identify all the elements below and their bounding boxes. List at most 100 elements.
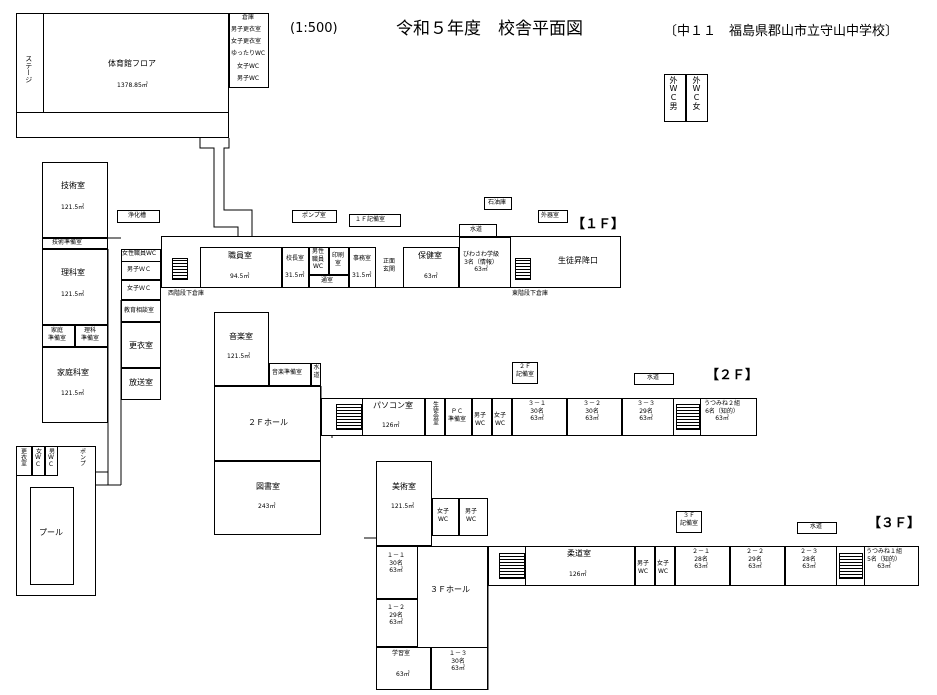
tech-area: 121.5㎡ [61,204,85,211]
water-2f [634,373,674,385]
girls-wc-1f [121,280,161,300]
girls-wc-1f-label: 女子ＷＣ [127,285,152,292]
staff-room-area: 94.5㎡ [230,273,250,280]
class-1-1-label: １－１ 30名 63㎡ [387,552,406,574]
hall-3f-label: ３Ｆホール [430,585,470,594]
sci-prep [75,325,108,347]
print-label: 印刷 室 [332,252,345,267]
music-label: 音楽室 [229,332,253,341]
principal-area: 31.5㎡ [285,272,305,279]
staff-room [200,247,282,288]
girls-wc-3f-main [655,546,675,586]
class-1-3 [431,647,488,690]
home-ec-room [42,347,108,423]
pool-changing-label: 更衣室 [19,448,27,466]
gym-boys-changing: 男子更衣室 [231,26,262,33]
music-prep-label: 音楽準備室 [272,369,303,376]
library-area: 243㎡ [258,503,276,510]
office-area: 31.5㎡ [352,272,372,279]
art-label: 美術室 [392,482,416,491]
kiri-room [484,197,512,210]
girls-wc-2f-label: 女子 WC [494,412,507,427]
pool-wc-f [32,446,45,476]
biwa-class [459,237,511,288]
outer-wc-m-label: 外WC男 [669,76,678,110]
home-ec-label: 家庭科室 [57,368,89,377]
broadcast-label: 放送室 [129,378,153,387]
floor-2-label: 【２Ｆ】 [706,368,759,383]
music-prep [269,363,311,386]
east-stair-storage: 東階段下倉庫 [512,290,549,297]
f1-storage-label: １Ｆ記備室 [355,216,386,223]
class-2-2-label: ２－２ 29名 63㎡ [746,548,765,570]
staff-room-label: 職員室 [228,251,252,260]
east-stairs [515,258,531,280]
outdoor-eq-label: 外器室 [541,212,560,219]
class-3-1 [512,398,567,436]
class-1-3-label: １－３ 30名 63㎡ [449,650,468,672]
council-label: 生徒会室 [431,401,439,425]
pc-room [362,398,425,436]
tech-label: 技術室 [61,181,85,190]
hall-2f-label: ２Ｆホール [248,418,288,427]
page-title: 令和５年度 校舎平面図 [396,19,583,39]
boys-wc-1f [121,261,161,280]
pool-pump-label: ポンプ [78,448,86,466]
science-area: 121.5㎡ [61,291,85,298]
hall-2f [214,386,321,461]
outer-wc-f-label: 外WC女 [692,76,701,110]
tech-prep [42,238,108,249]
water-small-label: 水道 [313,364,320,379]
girls-wc-3f [432,498,459,536]
water-3f [797,522,837,534]
pc-prep [445,398,472,436]
gym-girls-changing: 女子更衣室 [231,38,262,45]
water-2f-label: 水道 [647,374,660,381]
girls-wc-3f-label: 女子 WC [437,508,450,523]
kiri-label: 石油庫 [488,199,507,206]
class-1-1 [376,546,418,599]
pool-wc-f-label: 女WC [34,448,42,468]
boys-wc-3f-main [635,546,655,586]
print-room [329,247,349,275]
floor-3-label: 【３Ｆ】 [868,516,921,531]
gym-storage: 倉庫 [242,14,255,21]
storage-b-label: 通室 [321,277,334,284]
gym-boys-wc: 男子WC [237,75,260,82]
boys-wc-3f [459,498,488,536]
outer-wc-male [664,74,686,122]
home-prep-label: 家庭 準備室 [48,327,67,342]
f1-storage [349,214,401,227]
scale-label: (1:500) [290,21,338,36]
class-3-3 [622,398,674,436]
gym-yuttari-wc: ゆったりWC [231,50,266,57]
class-1-2-label: １－２ 29名 63㎡ [387,604,406,626]
water-3f-label: 水道 [810,523,823,530]
science-label: 理科室 [61,268,85,277]
pool [30,487,74,585]
f2-storage-label: ２Ｆ 記備室 [516,363,535,378]
music-area: 121.5㎡ [227,353,251,360]
pc-prep-label: ＰＣ 準備室 [448,408,467,423]
school-name: 〔中１１ 福島県郡山市立守山中学校〕 [664,24,899,39]
outdoor-equipment [538,210,568,223]
pool-wc-m-label: 男WC [47,448,55,468]
water-small [311,363,321,386]
music-room [214,312,269,386]
library [214,461,321,535]
stairs-2f-west [336,404,362,430]
office-label: 事務室 [353,255,372,262]
student-entry-label: 生徒昇降口 [558,256,598,265]
class-2-3-label: ２－３ 28名 63㎡ [800,548,819,570]
girls-wc-2f [492,398,512,436]
f3-storage-label: ３Ｆ 記備室 [680,512,699,527]
sci-prep-label: 理科 準備室 [81,327,100,342]
learning-room [376,647,431,690]
pool-changing [16,446,32,476]
council-room [425,398,445,436]
f2-storage [512,362,538,384]
floor-1-label: 【１Ｆ】 [572,217,625,232]
pc-area: 126㎡ [382,422,400,429]
pool-wc-m [45,446,58,476]
hall-entry-label: 正面 玄関 [383,258,396,273]
